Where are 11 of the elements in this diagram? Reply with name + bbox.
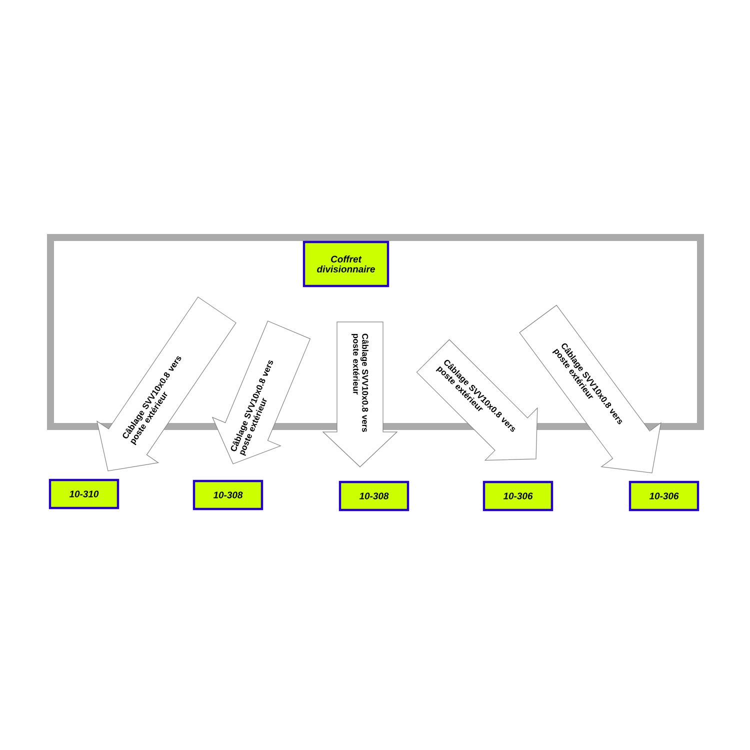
block-arrow <box>519 304 662 474</box>
room-number-label: 10-310 <box>48 478 120 510</box>
edge-label: Câblage SVV10x0.8 vers poste extérieur <box>352 334 369 432</box>
block-arrow <box>416 339 538 461</box>
block-arrow <box>322 322 398 468</box>
room-label: Coffret divisionnaire <box>302 240 390 288</box>
room-number-label: 10-306 <box>628 480 700 512</box>
room-number-label: 10-306 <box>482 480 554 512</box>
room-number-label: 10-308 <box>338 480 410 512</box>
room-number-label: 10-308 <box>192 480 264 510</box>
block-arrow <box>96 296 236 472</box>
